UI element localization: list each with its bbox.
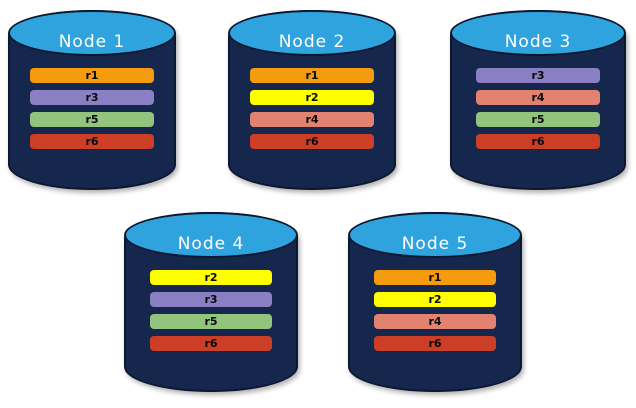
replica-bar[interactable]: r1 — [374, 270, 496, 285]
node-label: Node 3 — [504, 32, 572, 52]
replica-bar[interactable]: r2 — [374, 292, 496, 307]
replica-bar[interactable]: r6 — [476, 134, 600, 149]
database-node-2[interactable]: Node 2 r1 r2 r4 r6 — [228, 10, 396, 190]
replica-list: r2 r3 r5 r6 — [124, 270, 298, 351]
replica-bar[interactable]: r3 — [476, 68, 600, 83]
database-node-1[interactable]: Node 1 r1 r3 r5 r6 — [8, 10, 176, 190]
replica-list: r1 r3 r5 r6 — [8, 68, 176, 149]
replica-bar[interactable]: r2 — [150, 270, 272, 285]
cylinder-top-icon — [124, 212, 298, 258]
node-label: Node 1 — [58, 32, 126, 52]
replica-bar[interactable]: r6 — [250, 134, 374, 149]
replica-bar[interactable]: r1 — [30, 68, 154, 83]
database-node-5[interactable]: Node 5 r1 r2 r4 r6 — [348, 212, 522, 392]
replica-bar[interactable]: r3 — [150, 292, 272, 307]
replica-bar[interactable]: r3 — [30, 90, 154, 105]
node-label: Node 5 — [401, 234, 469, 254]
cylinder-top-icon — [450, 10, 626, 56]
node-label: Node 4 — [177, 234, 245, 254]
replica-bar[interactable]: r5 — [30, 112, 154, 127]
replica-bar[interactable]: r1 — [250, 68, 374, 83]
replica-list: r1 r2 r4 r6 — [228, 68, 396, 149]
replica-bar[interactable]: r4 — [476, 90, 600, 105]
replica-bar[interactable]: r6 — [30, 134, 154, 149]
database-node-4[interactable]: Node 4 r2 r3 r5 r6 — [124, 212, 298, 392]
replica-bar[interactable]: r4 — [250, 112, 374, 127]
node-label: Node 2 — [278, 32, 346, 52]
replica-bar[interactable]: r5 — [476, 112, 600, 127]
replica-list: r3 r4 r5 r6 — [450, 68, 626, 149]
replica-bar[interactable]: r5 — [150, 314, 272, 329]
replica-bar[interactable]: r6 — [374, 336, 496, 351]
cylinder-top-icon — [228, 10, 396, 56]
replica-bar[interactable]: r6 — [150, 336, 272, 351]
replica-bar[interactable]: r4 — [374, 314, 496, 329]
database-node-3[interactable]: Node 3 r3 r4 r5 r6 — [450, 10, 626, 190]
cylinder-top-icon — [8, 10, 176, 56]
replica-list: r1 r2 r4 r6 — [348, 270, 522, 351]
cylinder-top-icon — [348, 212, 522, 258]
replica-bar[interactable]: r2 — [250, 90, 374, 105]
